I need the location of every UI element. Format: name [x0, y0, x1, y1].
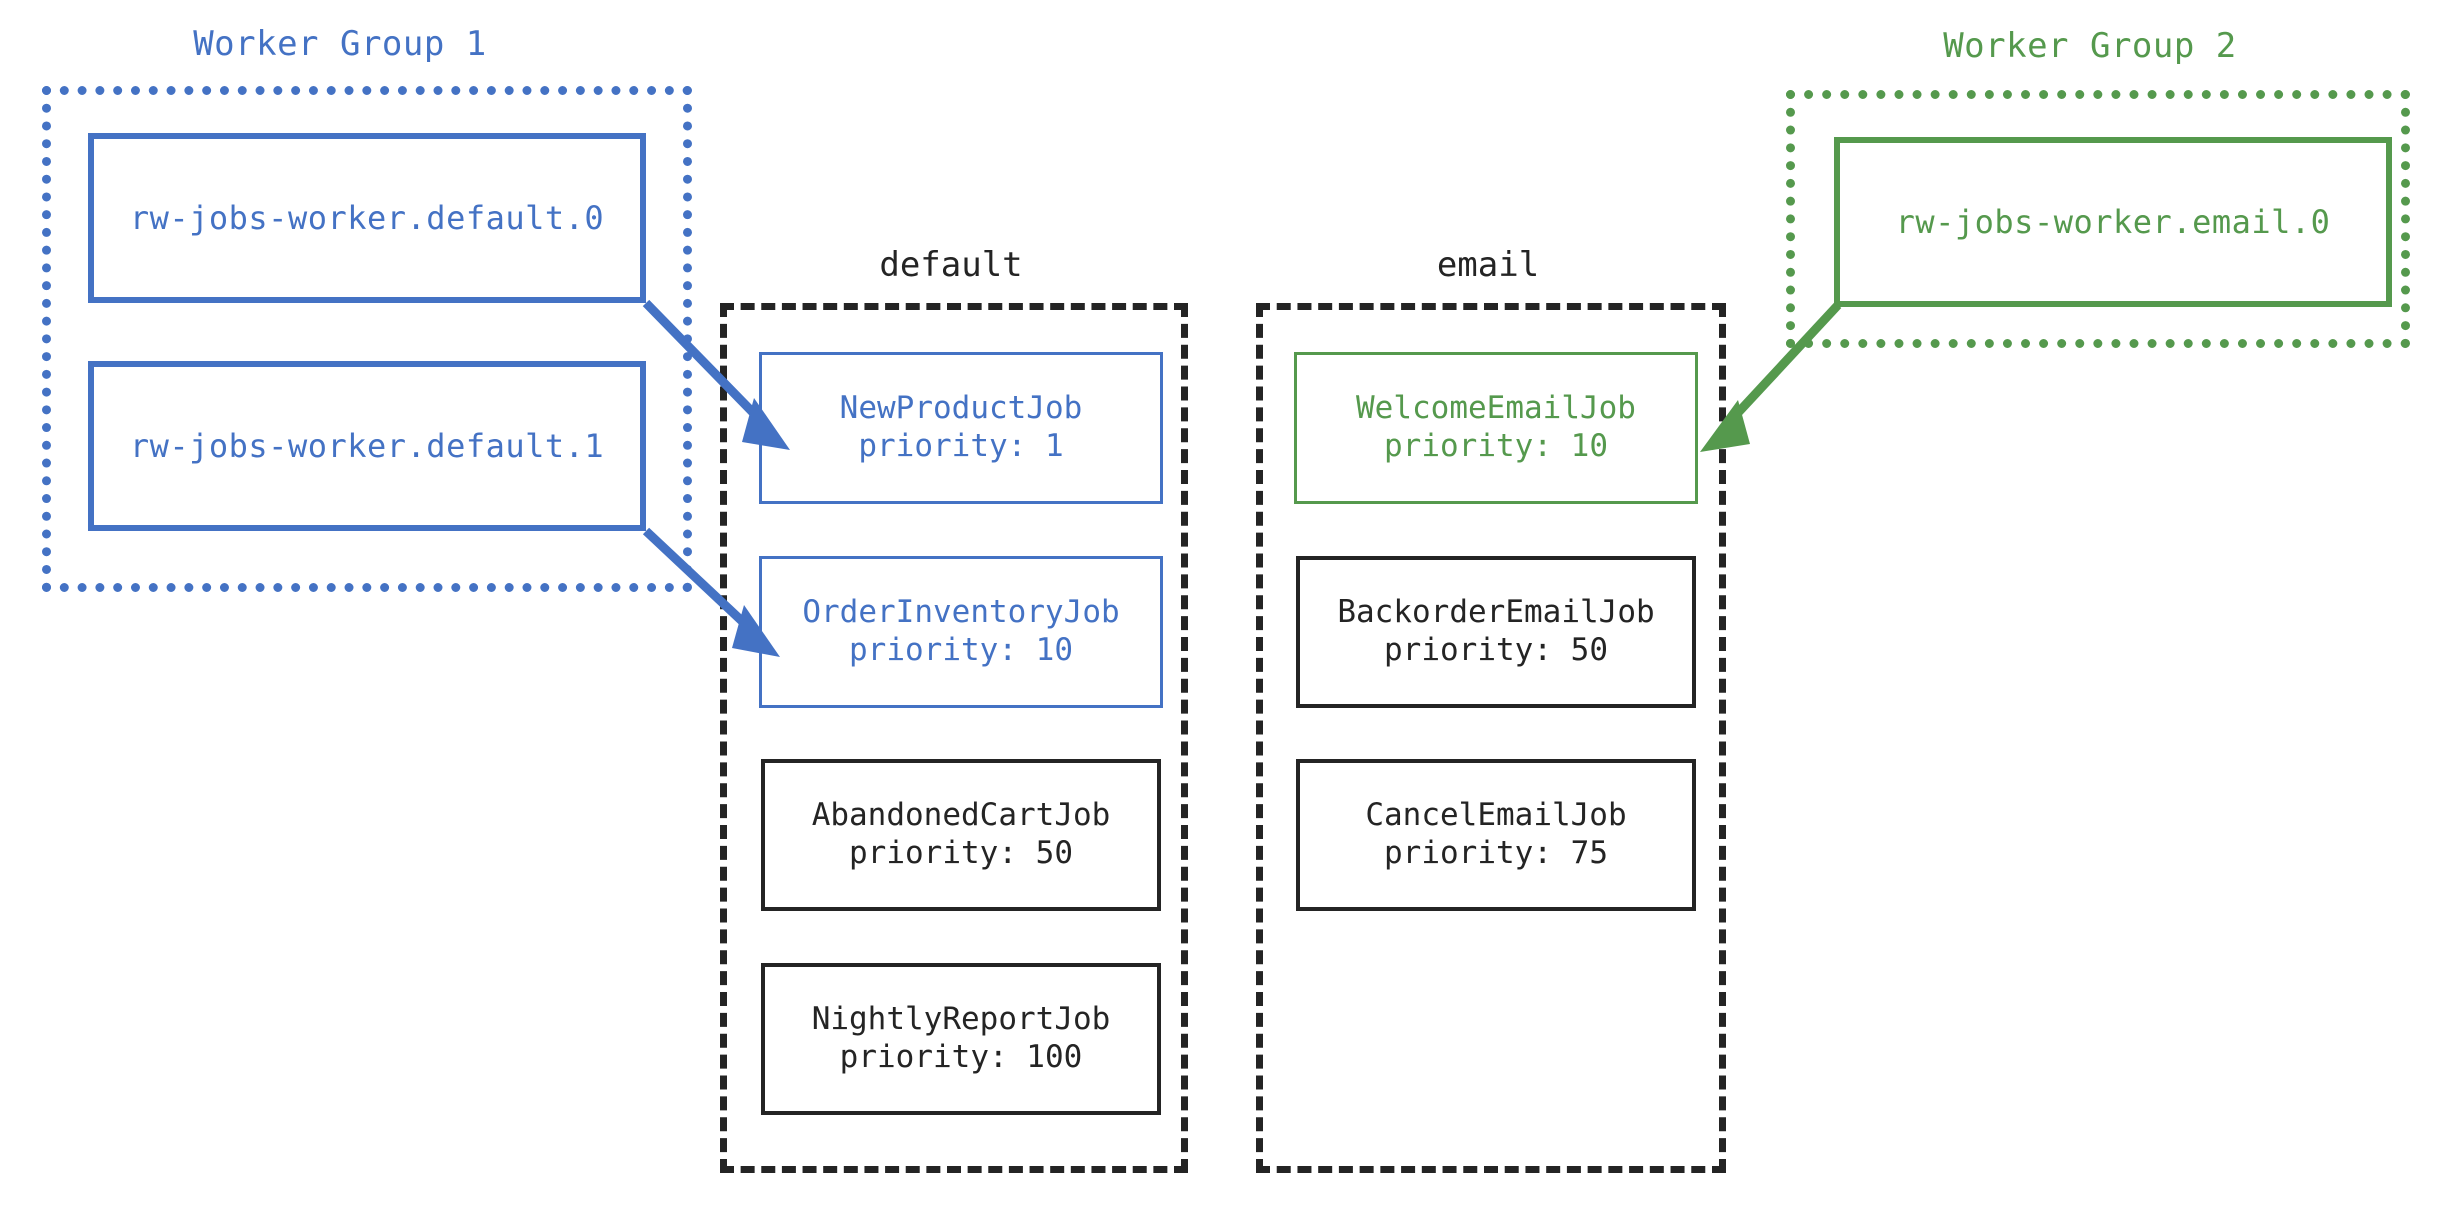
job-name: AbandonedCartJob	[811, 797, 1111, 834]
job-priority: priority: 10	[1384, 428, 1608, 464]
job-name: BackorderEmailJob	[1337, 594, 1655, 631]
job-card-nightly-report-job[interactable]: NightlyReportJob priority: 100	[761, 963, 1161, 1115]
job-priority: priority: 50	[849, 835, 1073, 871]
worker-group-2-container	[1786, 90, 2410, 348]
job-card-abandoned-cart-job[interactable]: AbandonedCartJob priority: 50	[761, 759, 1161, 911]
job-card-backorder-email-job[interactable]: BackorderEmailJob priority: 50	[1296, 556, 1696, 708]
queue-email-container	[1256, 303, 1726, 1173]
worker-node-default-1[interactable]: rw-jobs-worker.default.1	[88, 361, 646, 531]
queue-default-title: default	[879, 245, 1023, 285]
job-priority: priority: 1	[858, 428, 1064, 464]
worker-node-label: rw-jobs-worker.email.0	[1895, 203, 2331, 241]
worker-node-label: rw-jobs-worker.default.1	[129, 427, 605, 465]
job-name: WelcomeEmailJob	[1356, 390, 1636, 427]
worker-node-default-0[interactable]: rw-jobs-worker.default.0	[88, 133, 646, 303]
queue-email-title: email	[1436, 245, 1540, 285]
worker-node-email-0[interactable]: rw-jobs-worker.email.0	[1834, 137, 2392, 307]
job-card-welcome-email-job[interactable]: WelcomeEmailJob priority: 10	[1294, 352, 1698, 504]
job-name: OrderInventoryJob	[802, 594, 1120, 631]
job-name: NightlyReportJob	[811, 1001, 1111, 1038]
worker-node-label: rw-jobs-worker.default.0	[129, 199, 605, 237]
job-card-order-inventory-job[interactable]: OrderInventoryJob priority: 10	[759, 556, 1163, 708]
worker-group-2-title: Worker Group 2	[1943, 26, 2237, 66]
job-priority: priority: 50	[1384, 632, 1608, 668]
job-card-new-product-job[interactable]: NewProductJob priority: 1	[759, 352, 1163, 504]
job-name: CancelEmailJob	[1365, 797, 1627, 834]
queue-default-container	[720, 303, 1188, 1173]
worker-group-1-title: Worker Group 1	[193, 24, 487, 64]
job-name: NewProductJob	[839, 390, 1083, 427]
job-priority: priority: 75	[1384, 835, 1608, 871]
job-priority: priority: 10	[849, 632, 1073, 668]
job-priority: priority: 100	[839, 1039, 1083, 1075]
job-card-cancel-email-job[interactable]: CancelEmailJob priority: 75	[1296, 759, 1696, 911]
